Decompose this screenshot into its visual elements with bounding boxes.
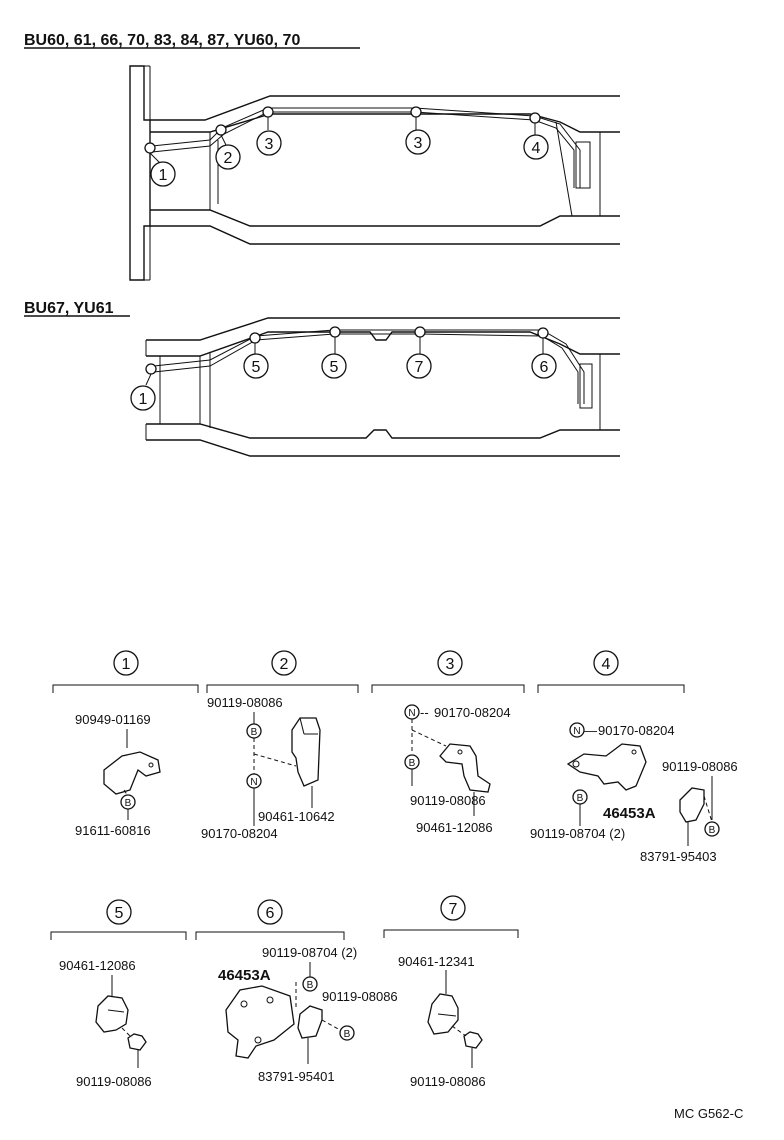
frame-diagram-2 (145, 317, 620, 457)
diagram-code: MC G562-C (674, 1106, 743, 1121)
detail-group-7: 7 90461-12341 90119-08086 (383, 895, 519, 1089)
callout-7-bottom: 7 (406, 353, 432, 379)
detail-group-3: 3 N -- 90170-08204 B 90119-08086 90461-1… (371, 650, 525, 835)
header-top-models: BU60, 61, 66, 70, 83, 84, 87, YU60, 70 (24, 32, 300, 49)
part-90119-08086: 90119-08086 (207, 695, 283, 710)
svg-text:B: B (344, 1029, 351, 1040)
svg-text:B: B (125, 798, 132, 809)
svg-text:5: 5 (330, 359, 339, 376)
callout-5-bottom-right: 5 (321, 353, 347, 379)
part-90170-08204-group3: 90170-08204 (434, 705, 511, 720)
svg-text:1: 1 (159, 167, 168, 184)
detail-group-4: 4 N — 90170-08204 90119-08086 B 46453A B… (530, 650, 738, 864)
detail-group-1: 1 90949-01169 B 91611-60816 (52, 650, 199, 838)
svg-text:7: 7 (449, 901, 458, 918)
svg-text:B: B (409, 758, 416, 769)
part-90170-08204-group2: 90170-08204 (201, 826, 278, 841)
callout-2-top: 2 (215, 144, 241, 170)
part-83791-95403: 83791-95403 (640, 849, 717, 864)
svg-text:7: 7 (415, 359, 424, 376)
svg-text:B: B (307, 980, 314, 991)
part-90119-08704-group4: 90119-08704 (2) (530, 826, 625, 841)
part-90949-01169: 90949-01169 (75, 712, 151, 727)
callout-1-top: 1 (150, 161, 176, 187)
svg-text:3: 3 (446, 656, 455, 673)
part-90170-08204-group4: 90170-08204 (598, 723, 675, 738)
part-91611-60816: 91611-60816 (75, 823, 151, 838)
svg-text:6: 6 (266, 905, 275, 922)
svg-text:3: 3 (414, 135, 423, 152)
detail-group-6: 6 90119-08704 (2) 46453A B 90119-08086 B… (195, 899, 398, 1084)
callout-5-bottom-left: 5 (243, 353, 269, 379)
svg-text:N: N (250, 777, 257, 788)
part-90119-08086-group5: 90119-08086 (76, 1074, 152, 1089)
svg-text:N: N (573, 726, 580, 737)
detail-group-2: 2 90119-08086 B N 90461-10642 90170-0820… (201, 650, 359, 841)
header-bottom-models: BU67, YU61 (24, 300, 114, 317)
svg-text:B: B (251, 727, 258, 738)
part-90461-12086-group3: 90461-12086 (416, 820, 493, 835)
svg-text:1: 1 (122, 656, 131, 673)
svg-text:B: B (709, 825, 716, 836)
part-90461-12341: 90461-12341 (398, 954, 475, 969)
part-46453A-group4: 46453A (603, 805, 656, 822)
part-90119-08086-group7: 90119-08086 (410, 1074, 486, 1089)
callout-3-top-left: 3 (256, 130, 282, 156)
svg-text:5: 5 (115, 905, 124, 922)
part-90461-10642: 90461-10642 (258, 809, 335, 824)
part-90119-08086-group3: 90119-08086 (410, 793, 486, 808)
part-46453A-group6: 46453A (218, 967, 271, 984)
svg-text:4: 4 (602, 656, 611, 673)
part-90119-08704-group6: 90119-08704 (2) (262, 945, 357, 960)
callout-6-bottom: 6 (531, 353, 557, 379)
svg-text:4: 4 (532, 140, 541, 157)
svg-text:B: B (577, 793, 584, 804)
detail-group-5: 5 90461-12086 90119-08086 (50, 899, 187, 1089)
frame-diagram-1 (129, 65, 620, 281)
svg-text:6: 6 (540, 359, 549, 376)
svg-text:1: 1 (139, 391, 148, 408)
part-90461-12086-group5: 90461-12086 (59, 958, 136, 973)
part-90119-08086-group6: 90119-08086 (322, 989, 398, 1004)
svg-text:N: N (408, 708, 415, 719)
part-83791-95401: 83791-95401 (258, 1069, 335, 1084)
svg-text:2: 2 (224, 150, 233, 167)
callout-1-bottom: 1 (130, 385, 156, 411)
callout-4-top: 4 (523, 134, 549, 160)
svg-text:—: — (584, 723, 597, 738)
svg-text:--: -- (420, 705, 429, 720)
svg-text:2: 2 (280, 656, 289, 673)
part-90119-08086-group4: 90119-08086 (662, 759, 738, 774)
svg-text:3: 3 (265, 136, 274, 153)
svg-text:5: 5 (252, 359, 261, 376)
callout-3-top-right: 3 (405, 129, 431, 155)
